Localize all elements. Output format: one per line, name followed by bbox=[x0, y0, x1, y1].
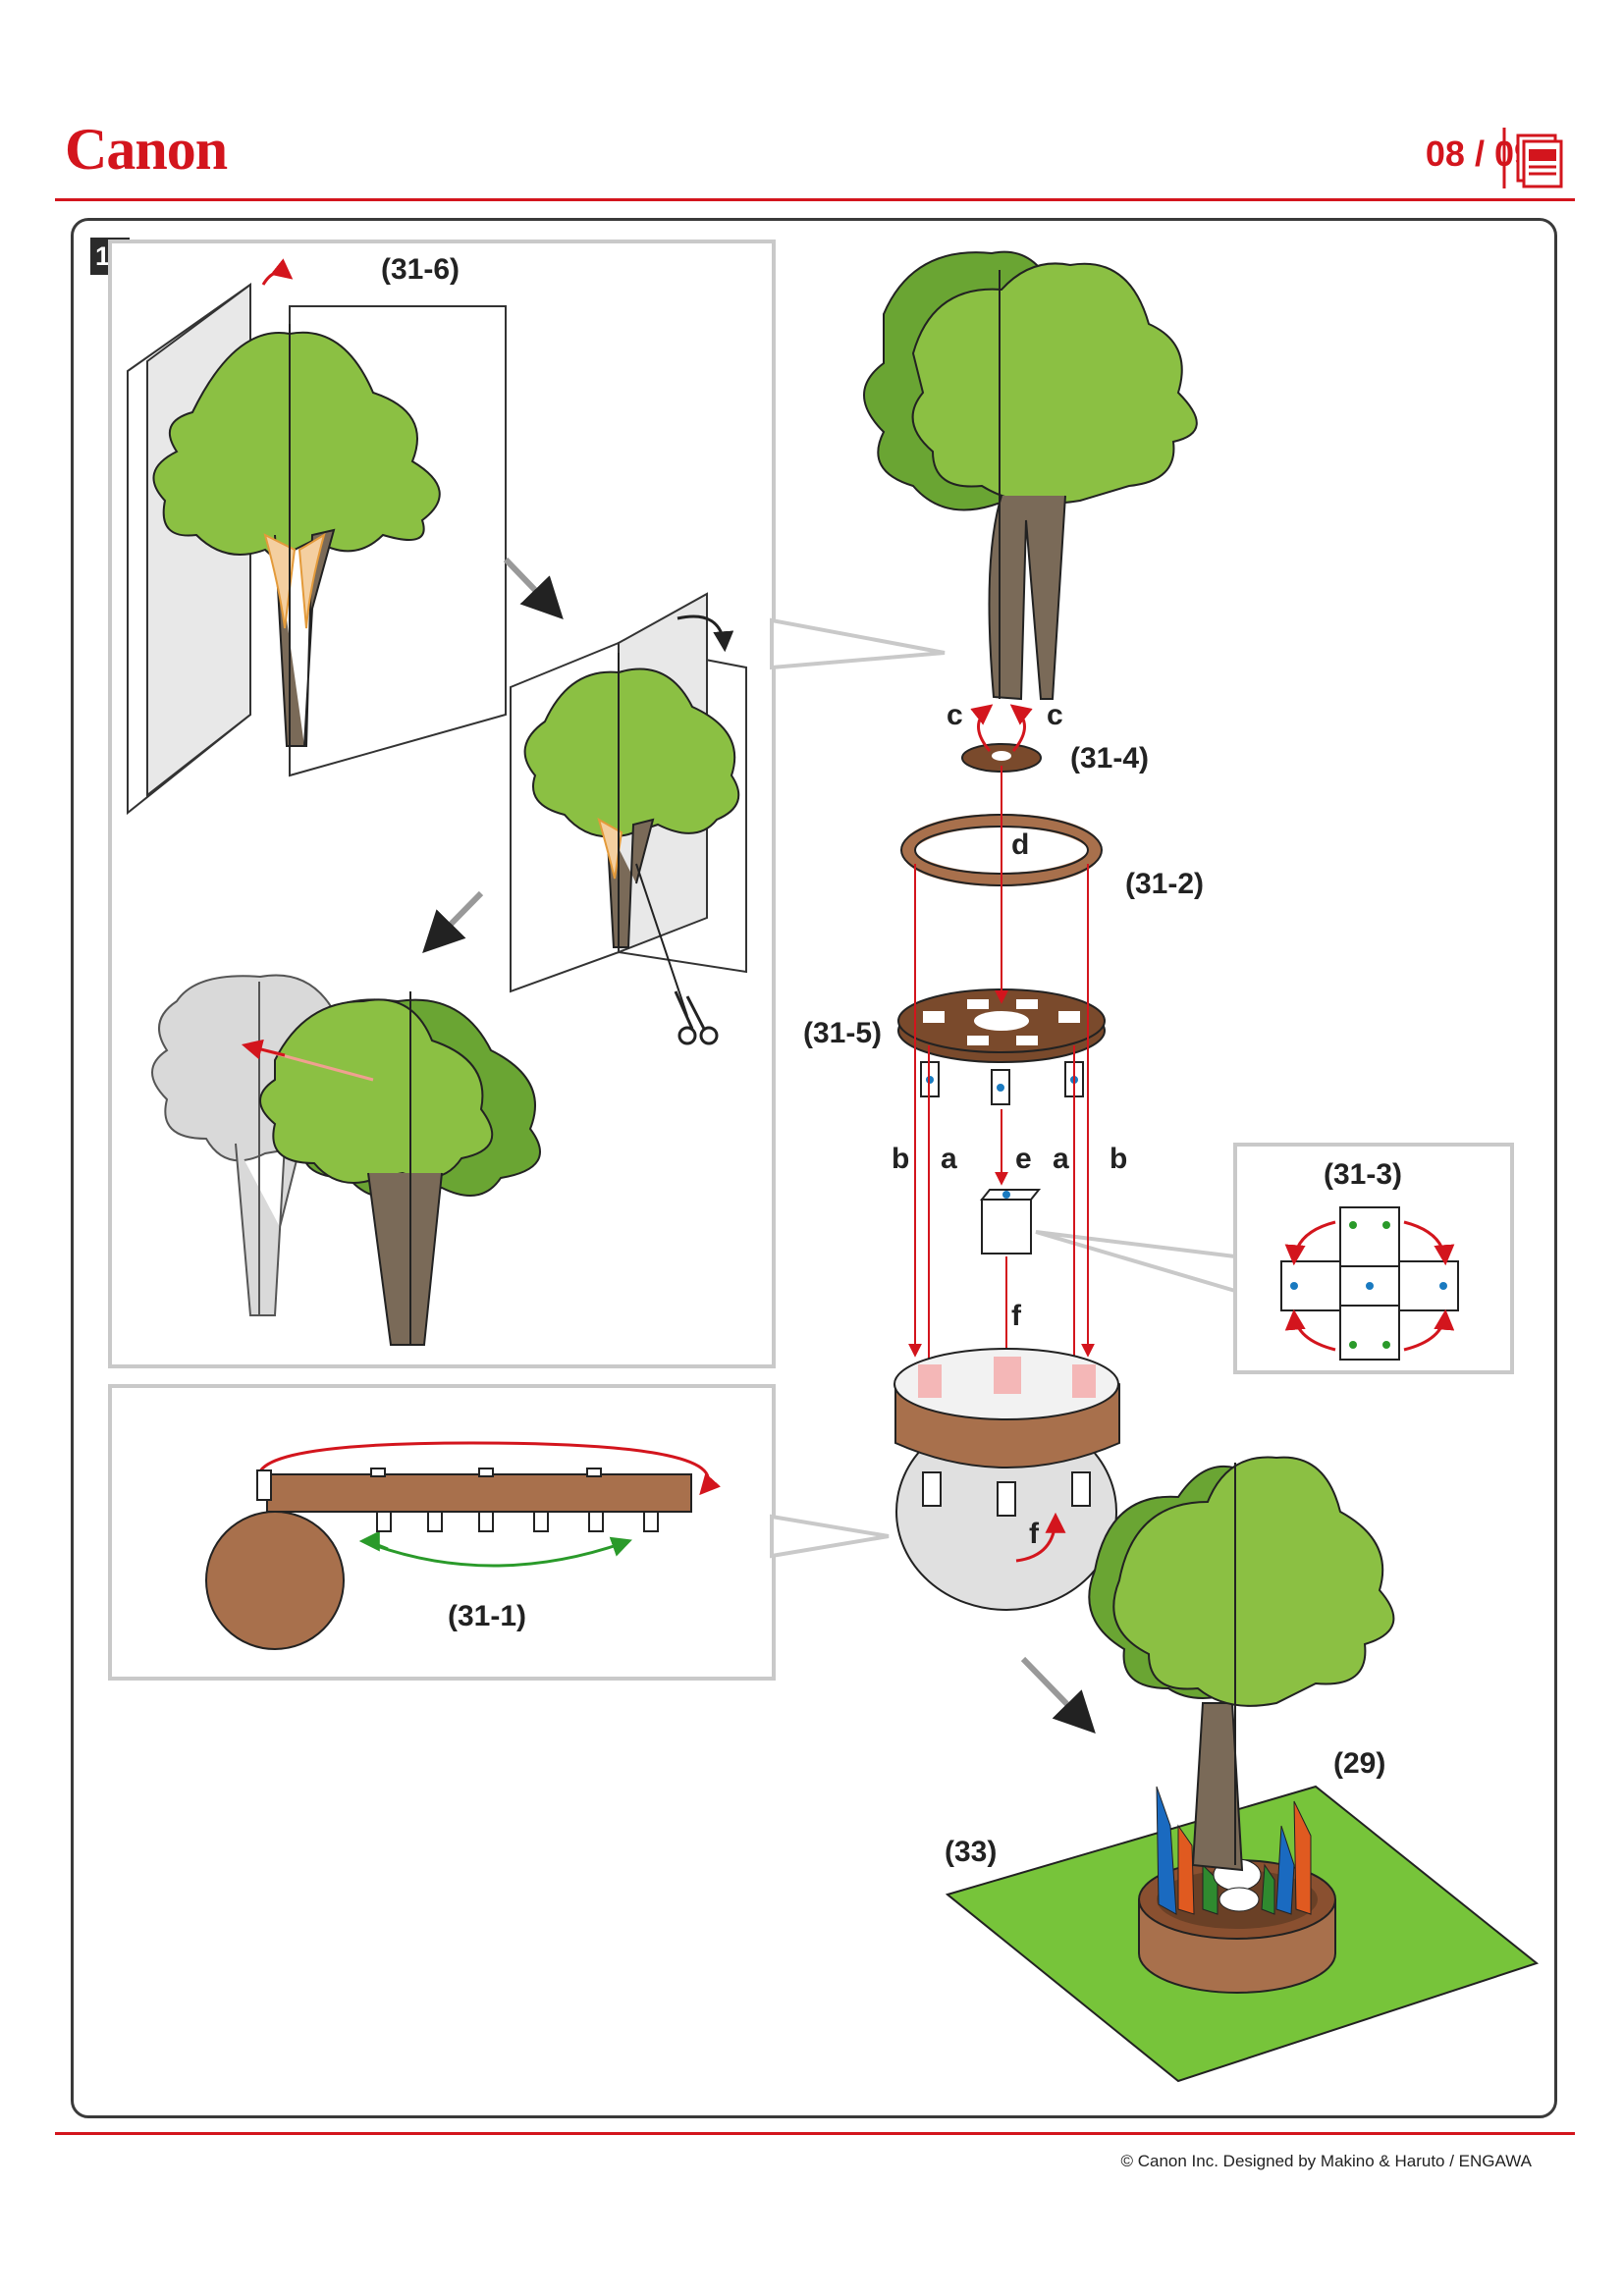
base-band-diagram bbox=[205, 1441, 722, 1650]
final-tree bbox=[945, 1456, 1540, 2083]
page-indicator: 08 / 09 bbox=[1425, 133, 1534, 174]
letter-c-right: c bbox=[1047, 699, 1063, 731]
tree-sheet-cut bbox=[510, 592, 747, 1045]
part-label-31-2: (31-2) bbox=[1125, 868, 1205, 900]
letter-f-bottom: f bbox=[1029, 1518, 1039, 1550]
gray-arrow-1 bbox=[503, 557, 564, 620]
gray-arrow-3 bbox=[1020, 1656, 1096, 1735]
canon-logo: Canon bbox=[65, 117, 228, 182]
gray-arrow-2 bbox=[422, 890, 484, 953]
part-label-31-3: (31-3) bbox=[1324, 1158, 1403, 1191]
letter-c-left: c bbox=[947, 699, 963, 731]
letter-b-right: b bbox=[1110, 1143, 1128, 1175]
instruction-frame bbox=[71, 218, 1557, 2118]
tree-sheet-folded bbox=[127, 258, 507, 816]
callout-wedge-base bbox=[770, 1514, 890, 1559]
document-icon[interactable] bbox=[1502, 126, 1567, 190]
platform-31-5 bbox=[897, 988, 1106, 1105]
callout-wedge-box bbox=[1035, 1230, 1237, 1294]
exploded-tree bbox=[863, 250, 1198, 701]
cube-31-3 bbox=[979, 1189, 1042, 1255]
letter-a-left: a bbox=[941, 1143, 957, 1175]
callout-wedge-tree bbox=[770, 617, 946, 670]
letter-e: e bbox=[1015, 1143, 1032, 1175]
scissors-icon bbox=[677, 1026, 697, 1045]
tree-halves-joined bbox=[151, 974, 541, 1346]
header-rule bbox=[55, 198, 1575, 201]
letter-a-right: a bbox=[1053, 1143, 1069, 1175]
letter-b-left: b bbox=[892, 1143, 910, 1175]
copyright-footer: © Canon Inc. Designed by Makino & Haruto… bbox=[1120, 2152, 1532, 2170]
part-label-29: (29) bbox=[1333, 1747, 1386, 1780]
part-label-31-5: (31-5) bbox=[803, 1017, 883, 1049]
letter-f-top: f bbox=[1011, 1300, 1021, 1332]
guide-lines bbox=[908, 766, 1095, 1416]
box-net-diagram bbox=[1280, 1206, 1459, 1361]
part-label-31-4: (31-4) bbox=[1070, 742, 1150, 774]
part-label-31-1: (31-1) bbox=[448, 1600, 527, 1632]
part-label-31-6: (31-6) bbox=[381, 253, 460, 286]
washer-31-4 bbox=[961, 704, 1042, 773]
footer-rule bbox=[55, 2132, 1575, 2135]
pot-assembly bbox=[893, 1348, 1120, 1611]
letter-d: d bbox=[1011, 828, 1030, 861]
part-label-33: (33) bbox=[945, 1836, 998, 1868]
